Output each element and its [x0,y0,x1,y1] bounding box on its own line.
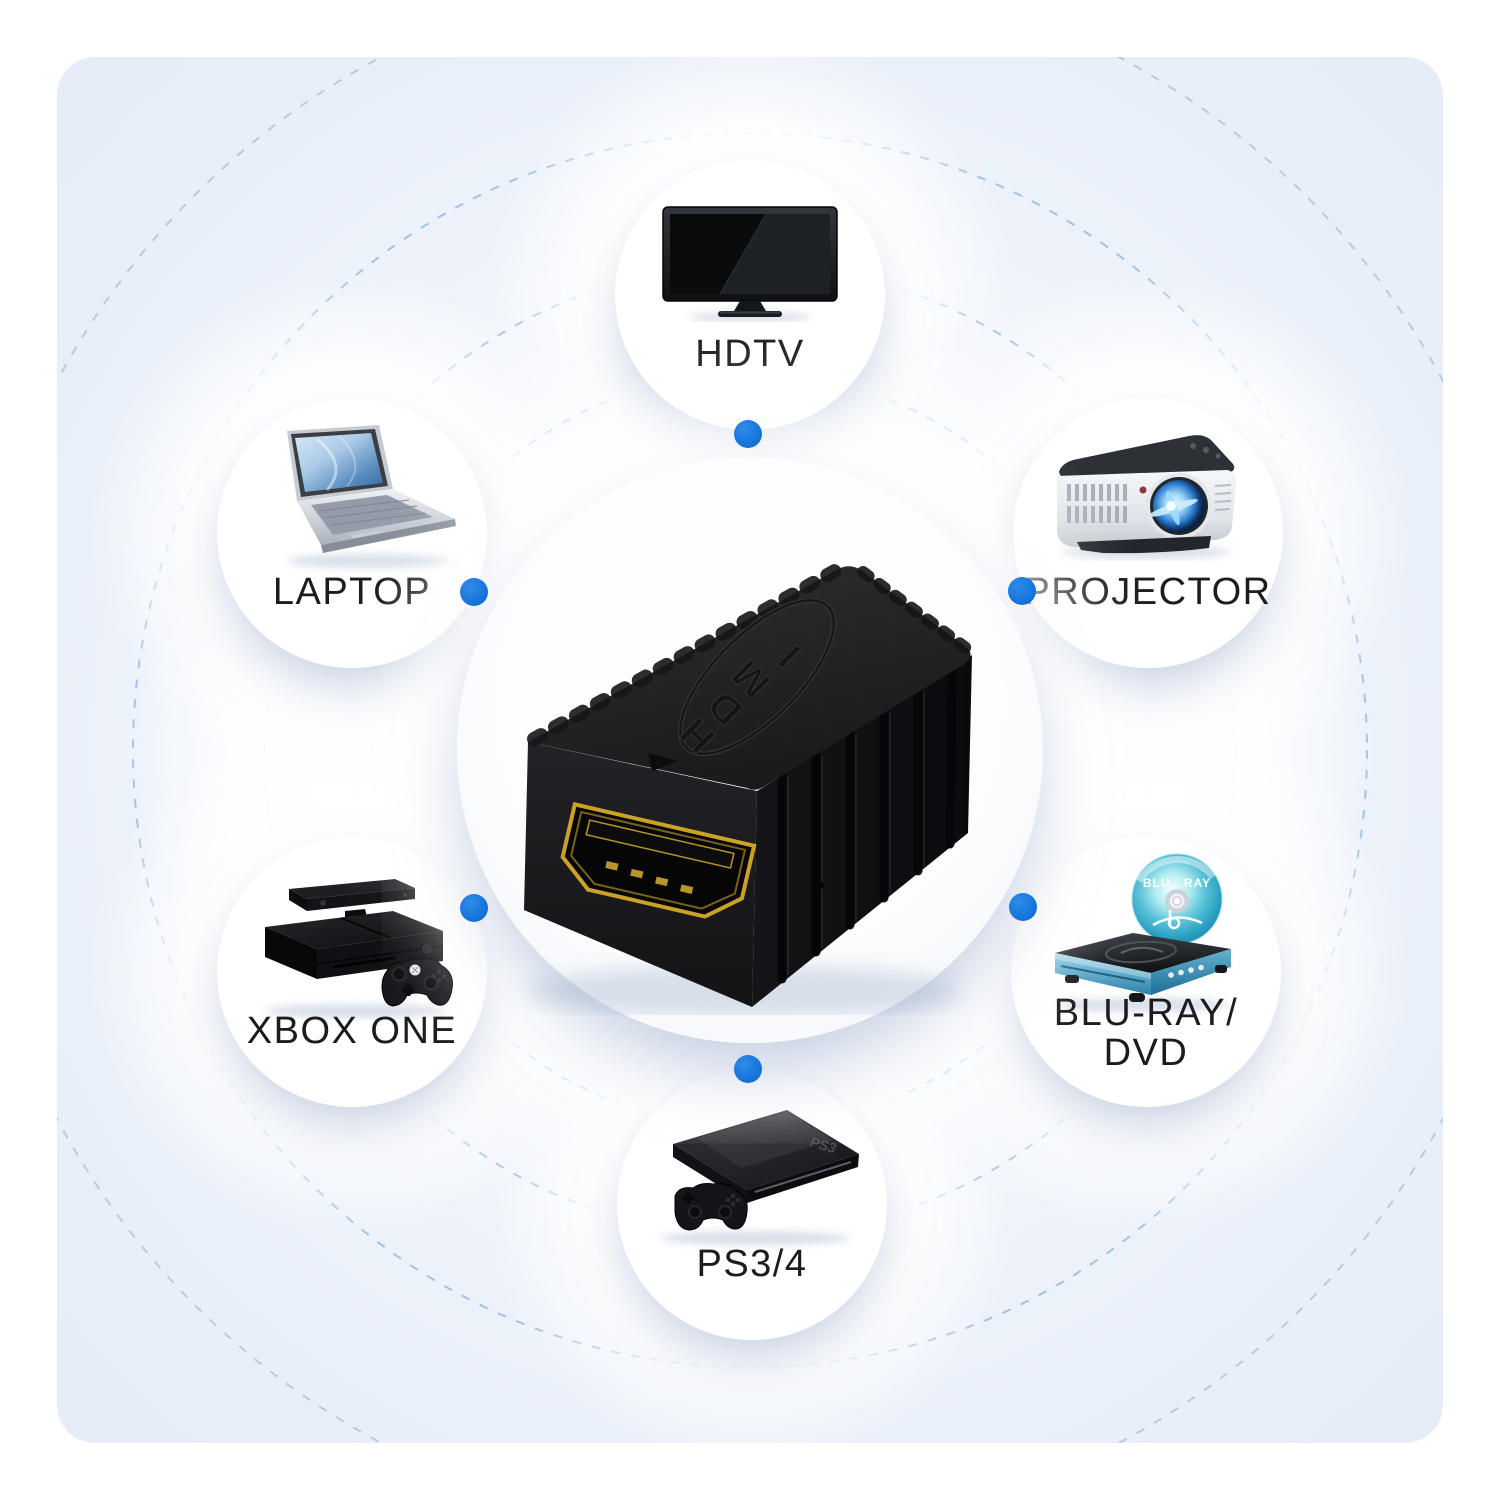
blu-ray-disc-icon: BLU RAY [1131,853,1223,945]
hdtv-circle: HDTV [615,160,885,430]
connector-dot-blu-ray-dvd [1009,893,1037,921]
center-product-circle: HDMI [457,457,1043,1043]
device-label-text: XBOX ONE [246,1010,458,1052]
blu-ray-player-icon: BLU RAY [1055,853,1231,1012]
device-label-xbox-one: XBOX ONE [217,1011,487,1051]
connector-dot-xbox-one [460,894,488,922]
ps3-console-icon: PS3 [660,1110,859,1245]
ps3-logo-text: PS3 [808,1134,838,1157]
device-label-hdtv: HDTV [615,334,885,374]
xbox-one-circle: XBOX ONE [217,837,487,1107]
connector-dot-ps3-4 [734,1055,762,1083]
alignment-arrow-mark [648,753,678,771]
device-label-text: LAPTOP [272,571,432,613]
hdmi-coupler-icon: HDMI [524,561,972,1015]
device-label-projector: PROJECTOR [1013,572,1283,612]
ps3-4-circle: PS3 PS3/4 [617,1070,887,1340]
connector-dot-hdtv [734,420,762,448]
disc-text: BLU RAY [1143,876,1211,890]
device-label-ps3-4: PS3/4 [617,1244,887,1284]
laptop-circle: LAPTOP [217,398,487,668]
connector-dot-laptop [460,578,488,606]
device-label-text: HDTV [695,333,805,375]
projector-icon [1057,435,1237,559]
device-label-laptop: LAPTOP [217,572,487,612]
device-label-blu-ray-dvd: BLU-RAY/ DVD [1011,993,1281,1073]
blu-ray-dvd-circle: BLU RAY BLU-RAY/ DVD [1011,837,1281,1107]
projector-circle: PROJECTOR [1013,398,1283,668]
hdmi-port [560,801,757,919]
connector-dot-projector [1008,577,1036,605]
laptop-icon [287,425,456,568]
xbox-one-icon [265,879,453,1018]
device-label-text: BLU-RAY/ [1053,992,1239,1034]
backdrop-panel: HDTV LAPTOP [57,57,1443,1443]
device-label-text: PROJECTOR [1024,571,1272,613]
device-label-text: PS3/4 [696,1243,808,1285]
hdtv-icon [662,206,838,322]
device-label-text: DVD [1103,1032,1189,1074]
